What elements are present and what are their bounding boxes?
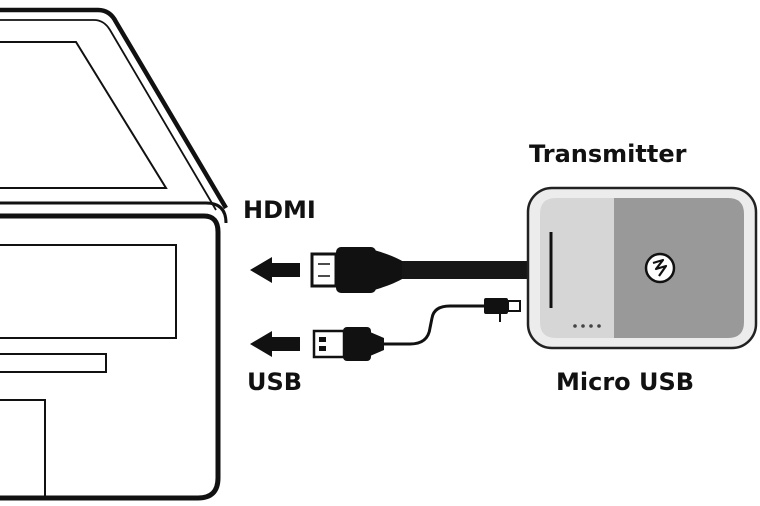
usb-label: USB [247, 368, 303, 396]
laptop-lid [0, 7, 228, 210]
hdmi-plug-tip [310, 252, 338, 288]
usb-plug-body [343, 327, 371, 361]
hdmi-arrow-icon [250, 257, 300, 283]
laptop [0, 7, 228, 501]
laptop-touchpad-strip [0, 353, 107, 373]
micro-usb-plug [484, 298, 508, 314]
hdmi-flat-cable [402, 261, 542, 279]
transmitter-led-dots [573, 324, 601, 328]
usb-cable [312, 298, 521, 361]
hdmi-plug-body [336, 247, 376, 293]
hdmi-cable [310, 247, 542, 293]
transmitter-label: Transmitter [529, 140, 687, 168]
laptop-keyboard [0, 244, 177, 339]
laptop-hinge [0, 201, 228, 224]
laptop-screen [0, 41, 168, 189]
transmitter-right-panel [614, 198, 744, 338]
micro-usb-label: Micro USB [556, 368, 695, 396]
laptop-base [0, 213, 221, 501]
laptop-lid-inner-edge [0, 19, 217, 211]
hdmi-strain-relief [374, 250, 404, 290]
transmitter-device [526, 186, 758, 350]
usb-wire [384, 304, 486, 346]
usb-plug-tip [312, 329, 346, 359]
hdmi-label: HDMI [243, 196, 316, 224]
zigzag-logo-icon [644, 252, 676, 284]
usb-arrow-icon [250, 331, 300, 357]
transmitter-left-panel [540, 198, 614, 338]
laptop-palmrest [0, 399, 46, 498]
